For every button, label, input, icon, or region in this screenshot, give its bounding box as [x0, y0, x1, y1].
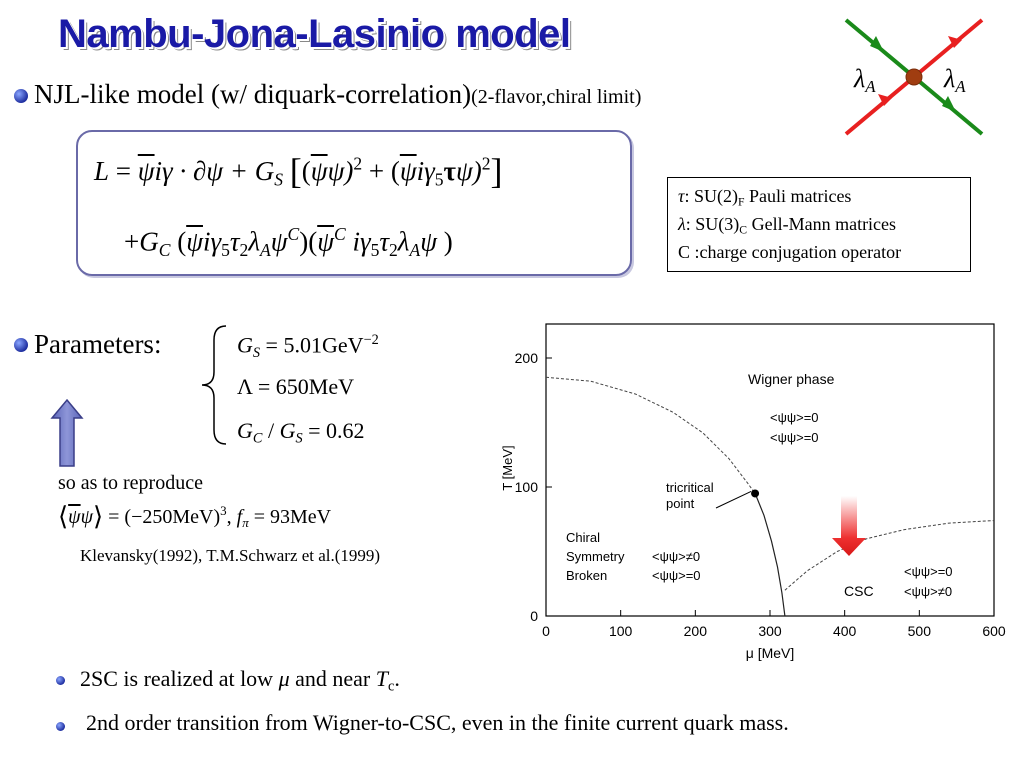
second-order-boundary: [545, 376, 756, 494]
red-arrow-head-2: [878, 94, 892, 106]
x-tick-label: 600: [982, 623, 1006, 639]
vertex-right-label: λA: [944, 64, 966, 97]
reproduce-formula: ⟨ψψ⟩ = (−250MeV)3, fπ = 93MeV: [58, 502, 332, 531]
tricritical-pointer: [715, 490, 752, 509]
chiral-condition-1: <ψψ>≠0: [652, 549, 700, 564]
legend-lambda: λ: SU(3)C Gell-Mann matrices: [678, 214, 897, 237]
red-arrow-head-1: [948, 36, 962, 48]
lagrangian-line-1: L = ψiγ · ∂ψ + GS [(ψψ)2 + (ψiγ5τψ)2]: [94, 151, 503, 191]
footnote-1: 2SC is realized at low μ and near Tc.: [80, 666, 400, 695]
bullet-parameters: [14, 338, 28, 352]
chiral-label-3: Broken: [566, 568, 607, 583]
csc-label: CSC: [844, 583, 874, 599]
y-axis-label: T [MeV]: [500, 445, 515, 490]
references-text: Klevansky(1992), T.M.Schwarz et al.(1999…: [80, 546, 381, 565]
phase-diagram: 0 100 200 300 400 500 600 0 100 200 T [MeV] μ [M…: [490, 318, 1010, 667]
chiral-label-1: Chiral: [566, 530, 600, 545]
param-gs: GS = 5.01GeV−2: [237, 332, 379, 361]
x-tick-label: 200: [684, 623, 708, 639]
csc-boundary: [784, 520, 995, 591]
vertex-left-label: λA: [854, 64, 876, 97]
tricritical-label-2: point: [666, 496, 695, 511]
green-arrow-head-1: [870, 36, 884, 52]
x-tick-label: 0: [542, 623, 550, 639]
x-axis-ticks: 0 100 200 300 400 500 600: [542, 610, 1006, 639]
bullet-footnote-1: [56, 676, 65, 685]
vertex-svg: [844, 18, 984, 136]
tricritical-point-marker: [751, 489, 760, 498]
njl-note-text: (2-flavor,chiral limit): [471, 86, 642, 108]
vertex-dot: [905, 68, 923, 86]
lagrangian-line-2: +GC (ψiγ5τ2λAψC)(ψC iγ5τ2λAψ ): [124, 224, 453, 260]
y-tick-label: 100: [515, 479, 539, 495]
vertex-diagram: λA λA: [836, 12, 1022, 142]
x-axis-label: μ [MeV]: [746, 645, 795, 661]
footnote-2: 2nd order transition from Wigner-to-CSC,…: [86, 710, 789, 735]
x-tick-label: 400: [833, 623, 857, 639]
tricritical-label-1: tricritical: [666, 480, 714, 495]
y-axis-ticks: 0 100 200: [515, 350, 552, 624]
njl-line: NJL-like model (w/ diquark-correlation)(…: [34, 79, 641, 110]
wigner-condition-1: <ψψ>=0: [770, 410, 819, 425]
param-lambda: Λ = 650MeV: [237, 374, 355, 399]
up-arrow-icon: [50, 398, 84, 473]
phase-diagram-svg: 0 100 200 300 400 500 600 0 100 200 T [MeV] μ [M…: [500, 323, 1006, 661]
csc-condition-2: <ψψ>≠0: [904, 584, 952, 599]
bullet-footnote-2: [56, 722, 65, 731]
chiral-condition-2: <ψψ>=0: [652, 568, 701, 583]
bullet-njl: [14, 89, 28, 103]
wigner-condition-2: <ψψ>=0: [770, 430, 819, 445]
csc-condition-1: <ψψ>=0: [904, 564, 953, 579]
wigner-phase-label: Wigner phase: [748, 371, 835, 387]
x-tick-label: 100: [609, 623, 633, 639]
parameters-label: Parameters:: [34, 329, 162, 359]
x-tick-label: 500: [908, 623, 932, 639]
y-tick-label: 200: [515, 350, 539, 366]
y-tick-label: 0: [530, 608, 538, 624]
njl-main-text: NJL-like model (w/ diquark-correlation): [34, 79, 472, 109]
x-tick-label: 300: [758, 623, 782, 639]
csc-red-arrow-icon: [832, 496, 866, 556]
chiral-label-2: Symmetry: [566, 549, 625, 564]
green-arrow-head-2: [942, 96, 956, 112]
reproduce-label: so as to reproduce: [58, 472, 203, 494]
param-gc-ratio: GC / GS = 0.62: [237, 418, 365, 447]
parameters-brace: [196, 322, 232, 453]
slide-title: Nambu-Jona-Lasinio model: [58, 12, 571, 56]
first-order-boundary: [754, 493, 786, 617]
symbol-legend-box: τ: SU(2)F Pauli matrices λ: SU(3)C Gell-…: [667, 177, 971, 272]
legend-c: C :charge conjugation operator: [678, 242, 902, 262]
legend-tau: τ: SU(2)F Pauli matrices: [678, 186, 852, 209]
lagrangian-box: [76, 130, 632, 276]
